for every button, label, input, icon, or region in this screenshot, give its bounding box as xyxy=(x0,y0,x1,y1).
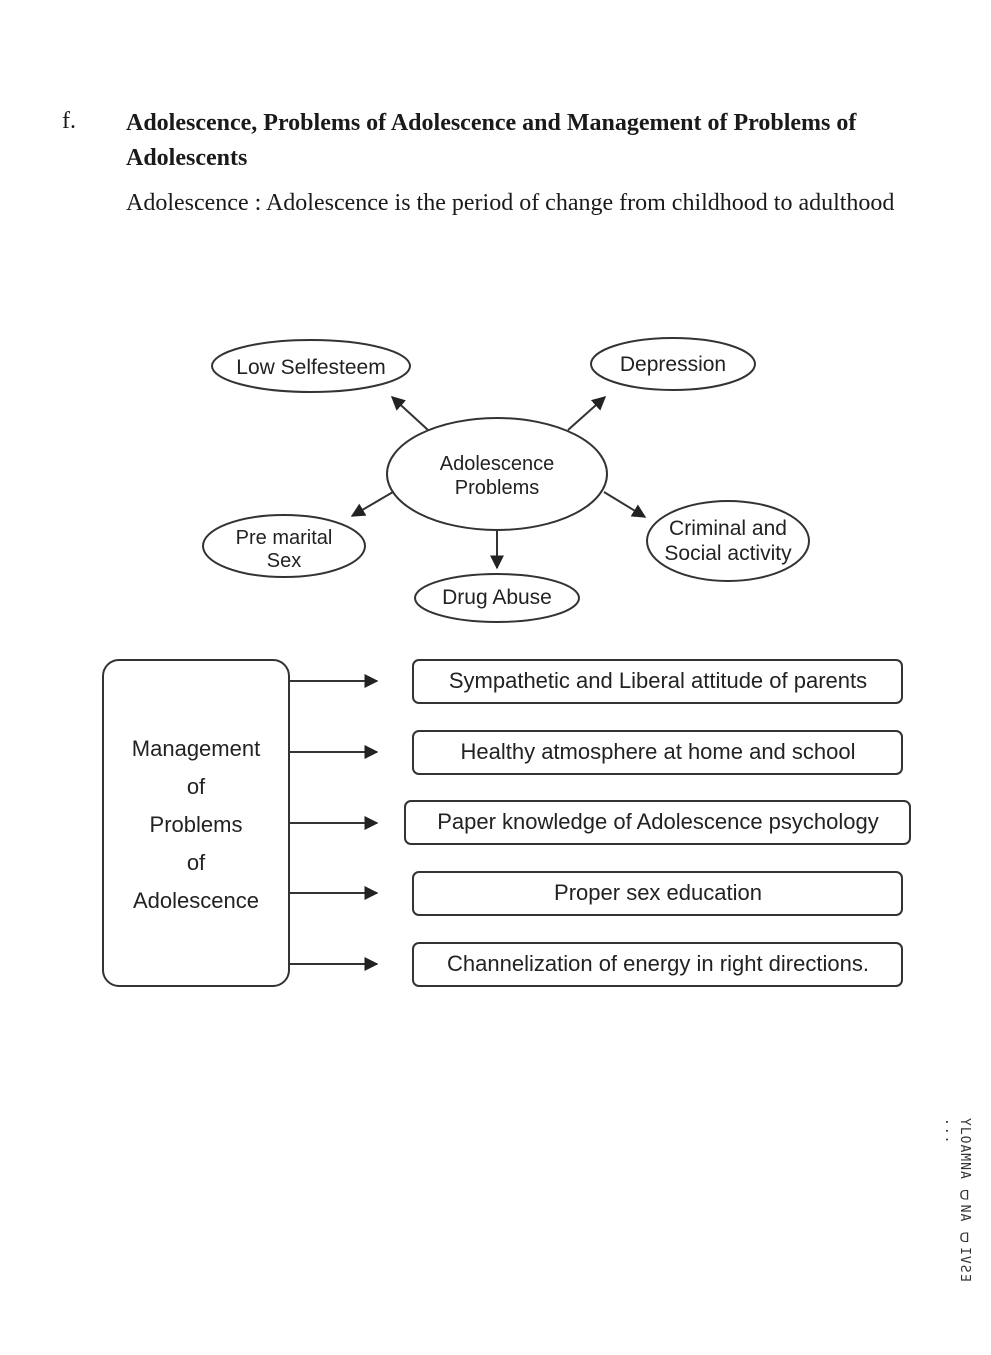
depression-ellipse xyxy=(590,337,756,391)
center-label-2: Problems xyxy=(455,477,539,499)
pre-marital-sex-label-2: Sex xyxy=(267,550,301,572)
management-title-line-2: of xyxy=(187,774,206,799)
arrow-to-criminal-social xyxy=(603,491,647,518)
criminal-social-ellipse xyxy=(646,500,810,582)
problems-diagram xyxy=(202,337,810,623)
management-title-line-4: of xyxy=(187,850,206,875)
center-label-1: Adolescence xyxy=(440,453,555,475)
definition-text: Adolescence : Adolescence is the period … xyxy=(126,190,895,216)
arrow-to-low-selfesteem xyxy=(390,396,429,431)
item-text-1: Sympathetic and Liberal attitude of pare… xyxy=(449,668,867,693)
item-box-2 xyxy=(412,730,903,775)
item-box-3 xyxy=(404,800,911,845)
depression-label: Depression xyxy=(620,353,726,376)
item-box-1 xyxy=(412,659,903,704)
management-title-line-1: Management xyxy=(132,736,260,761)
drug-abuse-label: Drug Abuse xyxy=(442,586,552,609)
pre-marital-sex-ellipse xyxy=(202,514,366,578)
item-box-4 xyxy=(412,871,903,916)
item-text-5: Channelization of energy in right direct… xyxy=(447,951,869,976)
drug-abuse-ellipse xyxy=(414,573,580,623)
management-diagram xyxy=(102,659,911,987)
management-title-line-3: Problems xyxy=(150,812,243,837)
arrow-to-depression xyxy=(567,396,607,431)
pre-marital-sex-label-1: Pre marital xyxy=(236,527,333,549)
section-heading: Adolescence, Problems of Adolescence and… xyxy=(126,110,857,171)
low-selfesteem-label: Low Selfesteem xyxy=(236,356,385,379)
center-ellipse xyxy=(386,417,608,531)
item-text-3: Paper knowledge of Adolescence psycholog… xyxy=(437,809,879,834)
criminal-social-label-1: Criminal and xyxy=(669,517,787,540)
item-text-4: Proper sex education xyxy=(554,880,762,905)
low-selfesteem-ellipse xyxy=(211,339,411,393)
management-title-line-5: Adolescence xyxy=(133,888,259,913)
item-box-5 xyxy=(412,942,903,987)
item-text-2: Healthy atmosphere at home and school xyxy=(460,739,855,764)
criminal-social-label-2: Social activity xyxy=(664,542,792,565)
margin-note: YLOAMNA ᗡNA ᗡIVƧƎ ... xyxy=(942,1118,972,1283)
section-marker: f. xyxy=(62,108,76,134)
arrow-to-pre-marital-sex xyxy=(350,491,394,517)
